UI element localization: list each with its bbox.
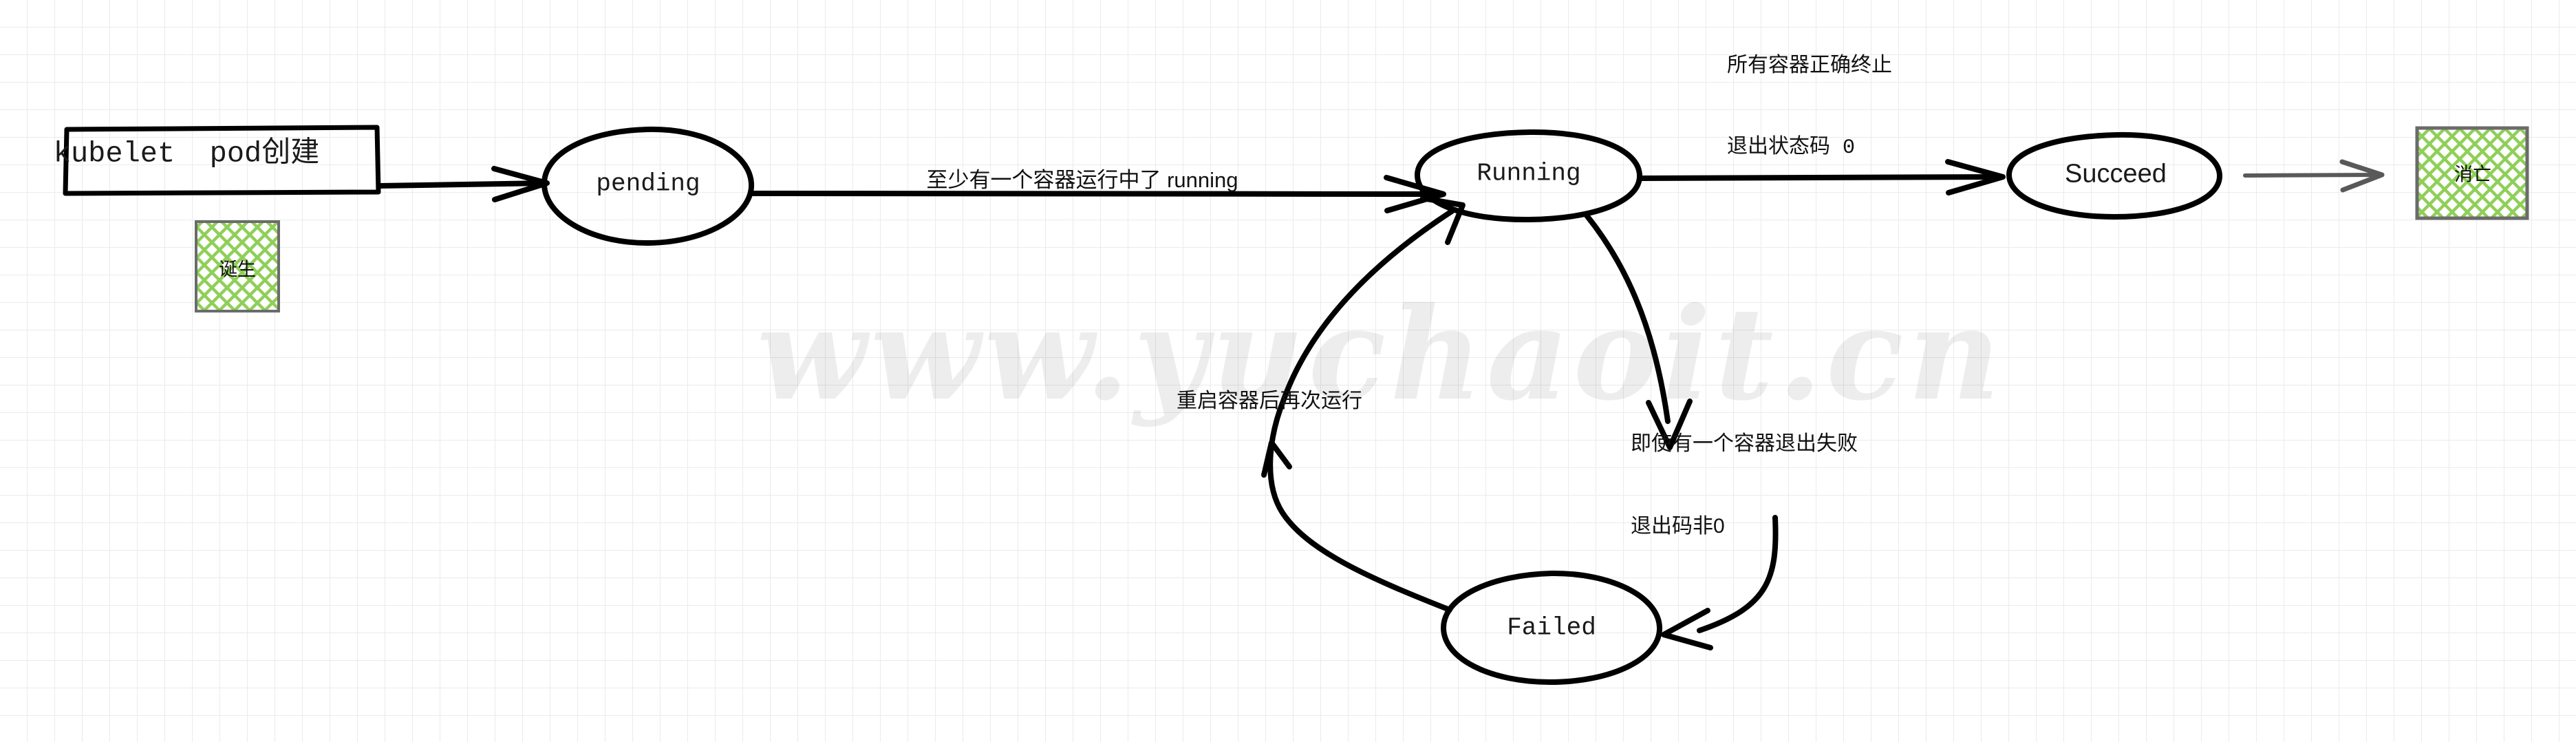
birth-box-shape xyxy=(195,220,280,312)
edge-restart-tail xyxy=(1261,440,1292,478)
edge-running-to-failed xyxy=(1584,213,1779,650)
edge-succeed-to-death xyxy=(2243,159,2385,193)
edge-running-to-succeed xyxy=(1638,159,2006,195)
edge-kubelet-to-pending xyxy=(376,166,550,202)
failed-ellipse-shape xyxy=(1440,570,1663,686)
kubelet-box-shape xyxy=(63,125,381,196)
succeed-ellipse-shape xyxy=(2006,131,2223,220)
running-ellipse-shape xyxy=(1414,129,1643,223)
death-box-shape xyxy=(2415,126,2529,220)
edge-failed-to-running xyxy=(1267,195,1466,613)
pending-ellipse-shape xyxy=(541,126,755,246)
edge-pending-to-running xyxy=(749,175,1446,213)
